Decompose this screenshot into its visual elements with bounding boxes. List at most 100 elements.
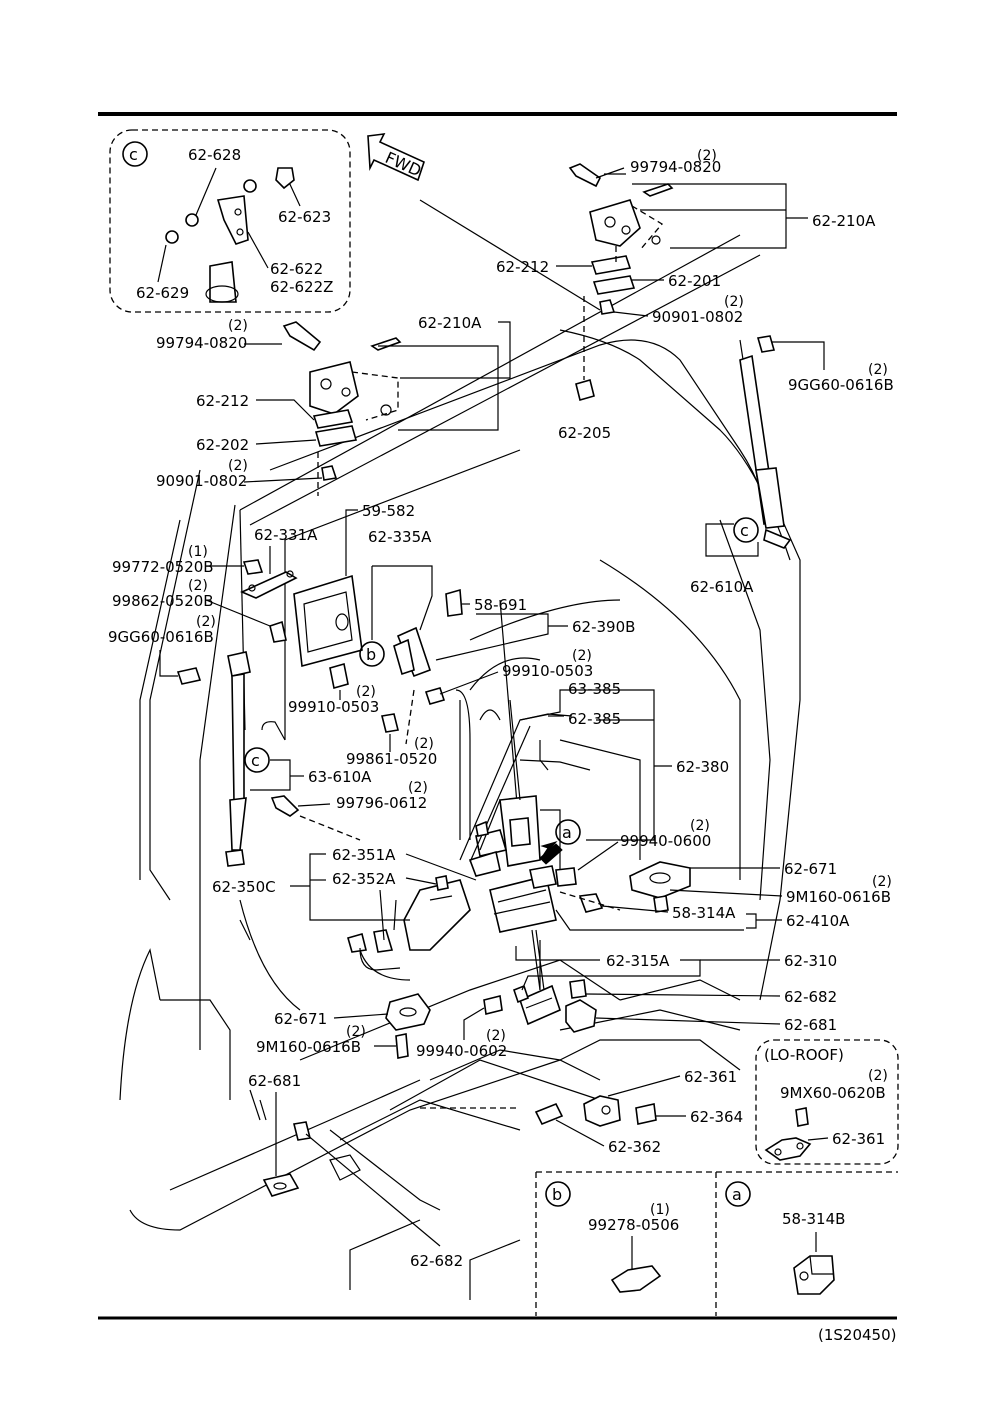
label-99940-0602: 99940-0602 [416,1042,507,1060]
inset-a-part: 58-314B [782,1210,845,1228]
label-9m160-0616b-right-qty: (2) [872,874,892,890]
label-63-385: 63-385 [568,680,621,698]
callout-c-right: c [740,521,749,540]
label-62-315a: 62-315A [606,952,670,970]
label-62-622: 62-622 [270,260,323,278]
label-62-390b: 62-390B [572,618,635,636]
label-99862-0520b: 99862-0520B [112,592,214,610]
label-62-610a-right: 62-610A [690,578,754,596]
label-99862-0520b-qty: (2) [188,578,208,594]
label-62-352a: 62-352A [332,870,396,888]
label-99910-0503-right-qty: (2) [572,648,592,664]
inset-a: a 58-314B [725,1181,845,1295]
label-62-210a-left: 62-210A [418,314,482,332]
inset-c-letter: c [129,145,138,164]
label-9m160-0616b-left: 9M160-0616B [256,1038,361,1056]
label-62-364: 62-364 [690,1108,743,1126]
lower-handle [385,979,597,1059]
callout-a: a [562,823,572,842]
label-62-351a: 62-351A [332,846,396,864]
label-9gg60-0616b-left-qty: (2) [196,614,216,630]
label-62-671-left: 62-671 [274,1010,327,1028]
label-9m160-0616b-right: 9M160-0616B [786,888,891,906]
label-62-331a: 62-331A [254,526,318,544]
label-99861-0520: 99861-0520 [346,750,437,768]
pointer-arrow [539,841,558,861]
label-99794-0820-left: 99794-0820 [156,334,247,352]
label-62-362: 62-362 [608,1138,661,1156]
handle-bracket [329,588,463,745]
label-58-691: 58-691 [474,596,527,614]
label-62-212-left: 62-212 [196,392,249,410]
label-62-310: 62-310 [784,952,837,970]
label-62-681-right: 62-681 [784,1016,837,1034]
label-62-201: 62-201 [668,272,721,290]
label-99796-0612: 99796-0612 [336,794,427,812]
inset-b-a-frame [535,1171,898,1316]
inset-lo-roof-bolt: 9MX60-0620B [780,1084,886,1102]
label-99796-0612-qty: (2) [408,780,428,796]
label-90901-0802-left-qty: (2) [228,458,248,474]
label-99861-0520-qty: (2) [414,736,434,752]
label-99940-0602-qty: (2) [486,1028,506,1044]
vehicle-body-outline [119,199,801,1300]
label-62-385: 62-385 [568,710,621,728]
gas-strut-right [739,335,792,549]
label-58-314a: 58-314A [672,904,736,922]
label-63-610a: 63-610A [308,768,372,786]
label-62-671-right: 62-671 [784,860,837,878]
striker-plate-right [629,861,691,913]
label-99910-0503-right: 99910-0503 [502,662,593,680]
label-62-202: 62-202 [196,436,249,454]
inset-b-qty: (1) [650,1202,670,1218]
label-62-682-right: 62-682 [784,988,837,1006]
label-62-410a: 62-410A [786,912,850,930]
label-62-682-left: 62-682 [410,1252,463,1270]
label-90901-0802-left: 90901-0802 [156,472,247,490]
label-62-622z: 62-622Z [270,278,333,296]
inset-lo-roof: (LO-ROOF) (2) 9MX60-0620B 62-361 [755,1039,899,1165]
label-9gg60-0616b-right: 9GG60-0616B [788,376,894,394]
inset-b-letter: b [552,1185,562,1204]
label-99772-0520b: 99772-0520B [112,558,214,576]
label-62-212-right: 62-212 [496,258,549,276]
inset-b: b (1) 99278-0506 [545,1181,679,1293]
label-59-582: 59-582 [362,502,415,520]
label-62-350c: 62-350C [212,878,276,896]
inset-lo-roof-part: 62-361 [832,1130,885,1148]
label-99772-0520b-qty: (1) [188,544,208,560]
label-99794-0820-top: 99794-0820 [630,158,721,176]
label-99794-0820-left-qty: (2) [228,318,248,334]
inset-lo-roof-bolt-qty: (2) [868,1068,888,1084]
label-90901-0802-right-qty: (2) [724,294,744,310]
inset-b-part: 99278-0506 [588,1216,679,1234]
label-62-623: 62-623 [278,208,331,226]
label-99910-0503-left: 99910-0503 [288,698,379,716]
inset-lo-roof-title: (LO-ROOF) [764,1046,844,1064]
label-62-205: 62-205 [558,424,611,442]
label-62-380: 62-380 [676,758,729,776]
controller-box [176,559,363,685]
hinge-right [568,163,674,401]
label-62-628: 62-628 [188,146,241,164]
label-99794-0820-top-qty: (2) [697,148,717,164]
latch-assembly [347,689,621,991]
label-62-629: 62-629 [136,284,189,302]
figure-code: (1S20450) [818,1326,897,1344]
gas-strut-left [225,651,251,867]
label-62-210a-right: 62-210A [812,212,876,230]
label-9gg60-0616b-right-qty: (2) [868,362,888,378]
label-62-335a: 62-335A [368,528,432,546]
fwd-arrow: FWD [367,133,425,182]
label-62-681-left: 62-681 [248,1072,301,1090]
lower-left-hardware [262,1121,311,1197]
callout-c-left: c [251,751,260,770]
fwd-label: FWD [382,148,424,181]
inset-a-letter: a [732,1185,742,1204]
door-stopper [420,1095,657,1127]
label-99940-0600-qty: (2) [690,818,710,834]
callout-b: b [366,645,376,664]
label-99940-0600: 99940-0600 [620,832,711,850]
inset-c: c 62-628 62-623 62-629 62-622 62-622Z [109,129,351,313]
